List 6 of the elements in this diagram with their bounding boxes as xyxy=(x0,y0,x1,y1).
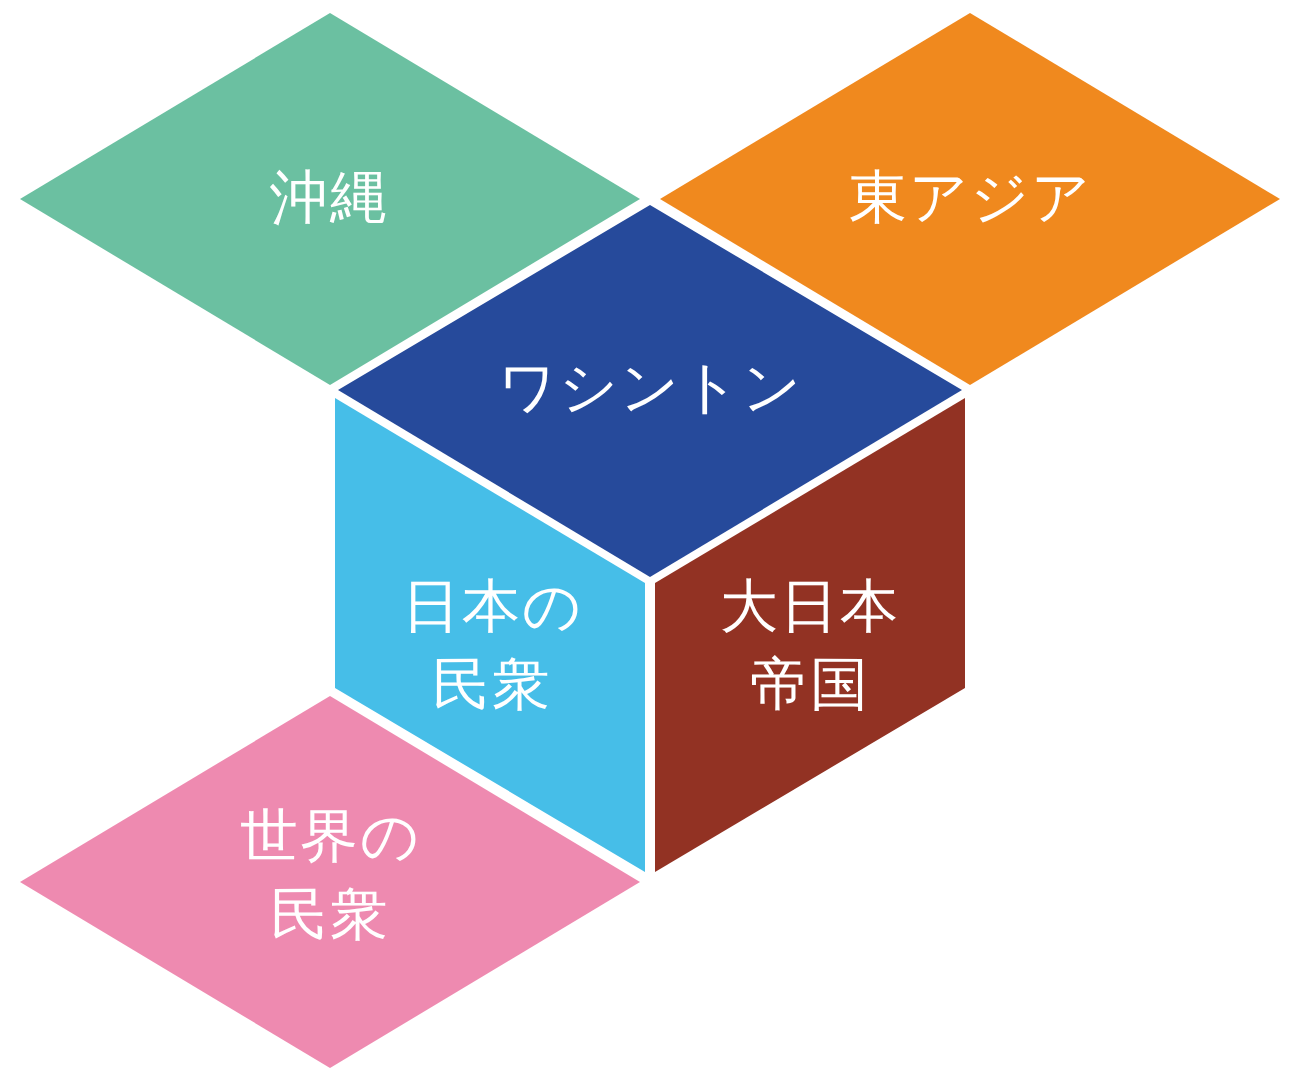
tile-label: 日本の民衆 xyxy=(400,571,584,720)
tile-label: 大日本帝国 xyxy=(719,571,901,720)
tile-label: 東アジア xyxy=(848,162,1092,233)
tile-label: 沖縄 xyxy=(270,162,390,233)
tile-label: 世界の民衆 xyxy=(238,801,422,950)
tile-label: ワシントン xyxy=(497,352,803,423)
